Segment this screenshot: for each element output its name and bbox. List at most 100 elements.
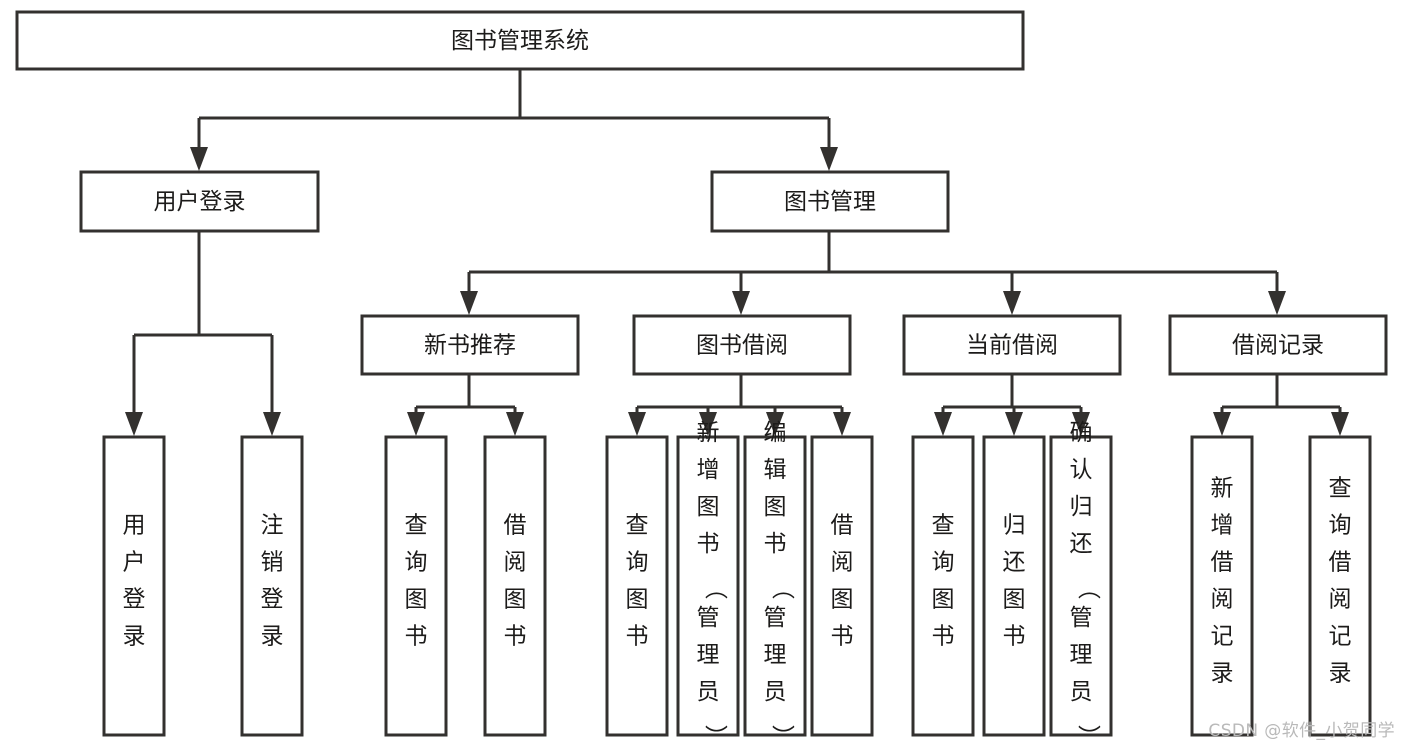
arrow-head-icon <box>1331 412 1349 436</box>
node-label-char: 编 <box>764 420 787 446</box>
node-box[interactable] <box>384 435 448 737</box>
node-box[interactable] <box>632 314 852 376</box>
node-label-char: 录 <box>261 624 284 650</box>
node-label-char: 书 <box>764 531 787 557</box>
node-label-char: 记 <box>1211 624 1234 650</box>
node-label-char: 询 <box>405 550 428 576</box>
node-label-char: 管 <box>764 605 787 631</box>
node-label-char: ） <box>769 725 795 747</box>
node-label-char: （ <box>769 577 795 600</box>
node-label: 图书管理 <box>784 189 876 215</box>
node-box[interactable] <box>911 435 975 737</box>
node-label-char: 录 <box>123 624 146 650</box>
node-book-manage[interactable]: 图书管理 <box>710 170 950 233</box>
arrow-head-icon <box>1005 412 1023 436</box>
node-box[interactable] <box>605 435 669 737</box>
node-label-char: 借 <box>504 513 527 539</box>
node-label-char: 询 <box>932 550 955 576</box>
node-label-char: 书 <box>932 624 955 650</box>
node-box[interactable] <box>1308 435 1372 737</box>
node-label: 用户登录 <box>123 513 146 650</box>
node-root[interactable]: 图书管理系统 <box>15 10 1025 71</box>
arrow-head-icon <box>820 147 838 171</box>
node-box[interactable] <box>102 435 166 737</box>
arrow-head-icon <box>460 291 478 315</box>
node-label-char: 登 <box>123 587 146 613</box>
node-label-char: 增 <box>697 457 720 483</box>
node-user-login[interactable]: 用户登录 <box>79 170 320 233</box>
node-leaf-user-login[interactable]: 用户登录 <box>102 435 166 737</box>
node-box[interactable] <box>483 435 547 737</box>
node-new-book-rec[interactable]: 新书推荐 <box>360 314 580 376</box>
node-box[interactable] <box>743 435 807 737</box>
node-label-char: 图 <box>504 587 527 613</box>
node-current-borrow[interactable]: 当前借阅 <box>902 314 1122 376</box>
node-borrow-record[interactable]: 借阅记录 <box>1168 314 1388 376</box>
node-box[interactable] <box>240 435 304 737</box>
arrow-head-icon <box>934 412 952 436</box>
node-label-char: 阅 <box>1211 587 1234 613</box>
node-label-char: 图 <box>405 587 428 613</box>
node-label-char: 询 <box>1329 513 1352 539</box>
node-label-char: 询 <box>626 550 649 576</box>
connector-root-split <box>190 69 838 171</box>
arrow-head-icon <box>263 412 281 436</box>
arrow-head-icon <box>1072 412 1090 436</box>
node-box[interactable] <box>15 10 1025 71</box>
arrow-head-icon <box>407 412 425 436</box>
node-label-char: 还 <box>1003 550 1026 576</box>
node-label-char: 书 <box>405 624 428 650</box>
node-label-char: 阅 <box>504 550 527 576</box>
node-label-char: 登 <box>261 587 284 613</box>
node-label-char: 理 <box>697 642 720 668</box>
node-box[interactable] <box>79 170 320 233</box>
node-label-char: 图 <box>697 494 720 520</box>
node-label-char: 图 <box>1003 587 1026 613</box>
nodes-layer: 图书管理系统用户登录图书管理新书推荐图书借阅当前借阅借阅记录用户登录注销登录查询… <box>15 10 1388 747</box>
connector-current-borrow-split <box>934 374 1090 436</box>
node-box[interactable] <box>1049 435 1113 737</box>
arrow-head-icon <box>766 412 784 436</box>
node-label-char: ） <box>702 725 728 747</box>
node-label-char: 阅 <box>831 550 854 576</box>
node-label-char: 书 <box>697 531 720 557</box>
node-box[interactable] <box>1190 435 1254 737</box>
node-label-char: （ <box>1075 577 1101 600</box>
node-box[interactable] <box>982 435 1046 737</box>
node-label-char: 归 <box>1070 494 1093 520</box>
node-box[interactable] <box>710 170 950 233</box>
node-label: 图书管理系统 <box>451 28 589 54</box>
node-label-char: 书 <box>831 624 854 650</box>
node-box[interactable] <box>360 314 580 376</box>
arrow-head-icon <box>506 412 524 436</box>
connector-new-book-rec-split <box>407 374 524 436</box>
arrow-head-icon <box>628 412 646 436</box>
node-box[interactable] <box>676 435 740 737</box>
node-box[interactable] <box>810 435 874 737</box>
node-book-borrow[interactable]: 图书借阅 <box>632 314 852 376</box>
node-label-char: 员 <box>697 679 720 705</box>
node-box[interactable] <box>902 314 1122 376</box>
node-label-char: 书 <box>504 624 527 650</box>
node-label-char: 户 <box>123 550 146 576</box>
connector-book-manage-split <box>460 231 1286 315</box>
node-label-char: 阅 <box>1329 587 1352 613</box>
node-box[interactable] <box>1168 314 1388 376</box>
